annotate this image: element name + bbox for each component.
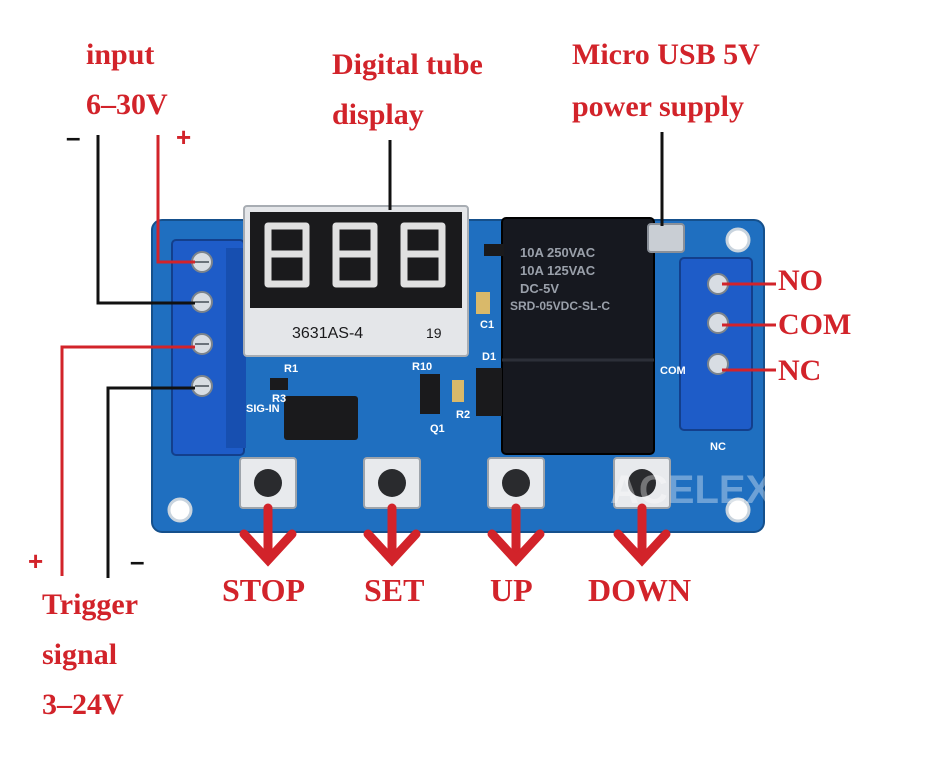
optocoupler — [284, 396, 358, 440]
mounting-hole — [725, 497, 751, 523]
silk-d1: D1 — [482, 351, 497, 363]
transistor — [420, 374, 440, 414]
trigger-plus-wire — [60, 345, 195, 576]
stop-arrow — [239, 503, 297, 567]
input-voltage: 6–30V — [86, 88, 168, 121]
stop-button-label: STOP — [222, 572, 305, 608]
usb-label-line2: power supply — [572, 90, 745, 123]
input-plus-wire — [156, 135, 195, 264]
silk-r2: R2 — [456, 409, 471, 421]
input-plus-sign: + — [176, 122, 192, 152]
trigger-label-line2: signal — [42, 638, 118, 671]
silk-r10: R10 — [412, 361, 433, 373]
display-batch-mark: 19 — [426, 325, 442, 341]
relay-rating-2: 10A 125VAC — [520, 263, 596, 278]
diode — [476, 368, 502, 416]
silk-sig-in: SIG-IN — [246, 403, 280, 415]
relay-model: SRD-05VDC-SL-C — [510, 299, 611, 313]
trigger-minus-wire — [106, 386, 195, 578]
screw — [707, 312, 729, 334]
input-minus-wire — [96, 135, 195, 305]
capacitor — [476, 292, 490, 314]
up-arrow — [487, 503, 545, 567]
display-label-line2: display — [332, 98, 424, 131]
relay-nc-label: NC — [778, 354, 822, 387]
up-button-label: UP — [490, 572, 533, 608]
set-arrow — [363, 503, 421, 567]
trigger-minus-sign: – — [130, 546, 145, 576]
mounting-hole — [167, 497, 193, 523]
down-arrow — [613, 503, 671, 567]
trigger-label-line3: 3–24V — [42, 688, 124, 721]
watermark: ACELEX — [610, 468, 773, 512]
silk-r1: R1 — [284, 363, 299, 375]
silk-com: COM — [660, 365, 686, 377]
input-minus-sign: – — [66, 122, 81, 152]
led-digits — [264, 222, 446, 288]
silk-nc: NC — [710, 441, 726, 453]
relay-rating-1: 10A 250VAC — [520, 245, 596, 260]
display-part-number: 3631AS-4 — [292, 325, 364, 342]
down-button-label: DOWN — [588, 572, 692, 608]
resistor — [484, 244, 504, 256]
silk-r3: R3 — [272, 393, 287, 405]
relay — [501, 217, 655, 455]
silk-c1: C1 — [480, 319, 495, 331]
usb-label-line1: Micro USB 5V — [572, 38, 760, 71]
trigger-plus-sign: + — [28, 546, 44, 576]
resistor — [452, 380, 464, 402]
input-title: input — [86, 38, 155, 71]
micro-usb-port — [647, 223, 685, 253]
relay-com-label: COM — [778, 308, 852, 341]
push-buttons — [239, 457, 671, 509]
set-button-label: SET — [364, 572, 425, 608]
relay-rating-3: DC-5V — [520, 281, 560, 296]
resistor — [270, 378, 288, 390]
display-label-line1: Digital tube — [332, 48, 483, 81]
silk-q1: Q1 — [430, 423, 445, 435]
right-terminal-block — [679, 257, 753, 431]
trigger-label-line1: Trigger — [42, 588, 139, 621]
relay-no-label: NO — [778, 264, 823, 297]
mounting-hole — [725, 227, 751, 253]
